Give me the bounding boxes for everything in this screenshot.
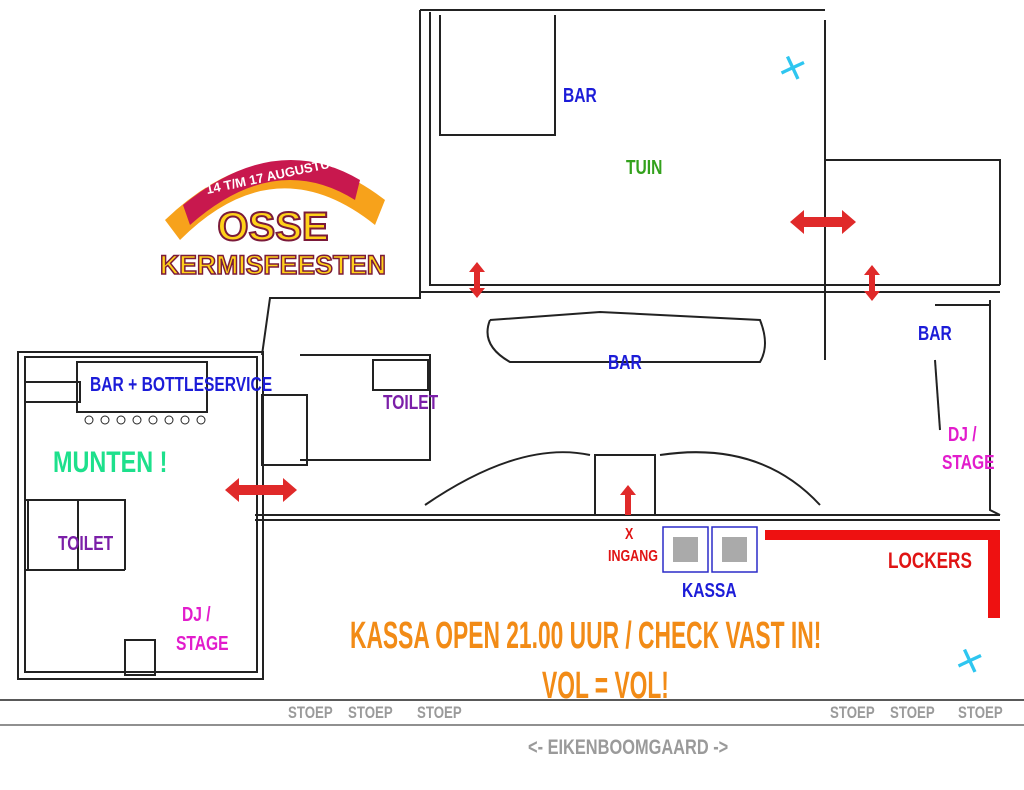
lockers-bar <box>765 530 1000 540</box>
label-stoep: STOEP <box>348 703 393 722</box>
label-bar-right: BAR <box>918 323 952 345</box>
kassa-booth-1 <box>673 537 698 562</box>
double-arrow-icon <box>864 265 880 301</box>
double-arrow-icon <box>225 478 297 502</box>
kassa-booth-2 <box>722 537 747 562</box>
label-stoep: STOEP <box>288 703 333 722</box>
label-ingang-x: X <box>625 526 634 543</box>
label-toilet-left: TOILET <box>58 533 114 555</box>
label-bar-center: BAR <box>608 352 642 374</box>
osse-kermisfeesten-logo: 14 T/M 17 AUGUSTUS OSSE KERMISFEESTEN <box>159 154 387 280</box>
double-arrow-icon <box>790 210 856 234</box>
label-street-name: <- EIKENBOOMGAARD -> <box>528 736 729 759</box>
label-bar-top: BAR <box>563 85 597 107</box>
label-ingang: INGANG <box>608 548 658 565</box>
label-stoep: STOEP <box>830 703 875 722</box>
label-tuin: TUIN <box>626 157 663 179</box>
svg-text:OSSE: OSSE <box>217 205 328 249</box>
label-kassa: KASSA <box>682 580 737 602</box>
label-stoep: STOEP <box>958 703 1003 722</box>
label-munten: MUNTEN ! <box>53 446 168 479</box>
label-dj-stage-left-1: DJ / <box>182 604 211 626</box>
label-dj-stage-right-1: DJ / <box>948 424 977 446</box>
notice-kassa-open: KASSA OPEN 21.00 UUR / CHECK VAST IN! <box>350 615 822 657</box>
double-arrow-icon <box>469 262 485 298</box>
notice-vol: VOL = VOL! <box>542 665 669 707</box>
arrow-up-icon <box>620 485 636 515</box>
lockers-bar-vertical <box>988 530 1000 618</box>
label-lockers: LOCKERS <box>888 548 972 573</box>
label-stoep: STOEP <box>890 703 935 722</box>
label-bar-bottleservice: BAR + BOTTLESERVICE <box>90 374 273 396</box>
label-dj-stage-right-2: STAGE <box>942 452 995 474</box>
label-toilet-center: TOILET <box>383 392 439 414</box>
svg-text:KERMISFEESTEN: KERMISFEESTEN <box>160 250 386 280</box>
label-stoep: STOEP <box>417 703 462 722</box>
label-dj-stage-left-2: STAGE <box>176 633 229 655</box>
